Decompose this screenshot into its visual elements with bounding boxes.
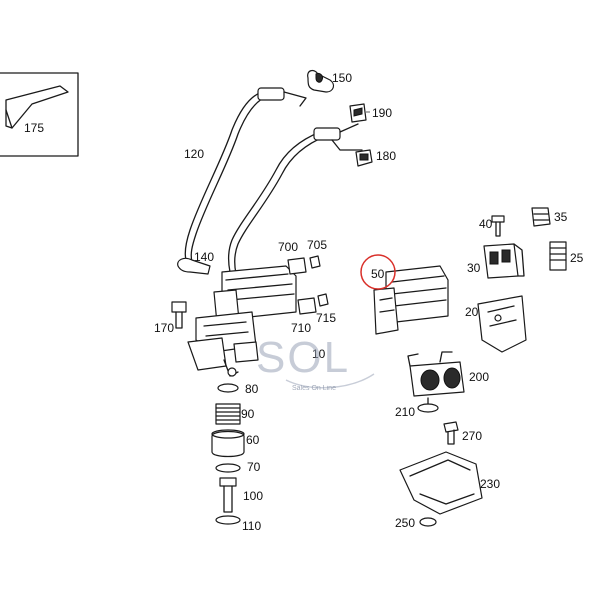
compressor-50: 50 xyxy=(360,254,449,335)
watermark-logo: SOL Sales On Line xyxy=(256,333,375,392)
label-705: 705 xyxy=(307,238,327,252)
label-110: 110 xyxy=(242,519,261,533)
clamp-210: 210 xyxy=(395,397,439,419)
label-700: 700 xyxy=(278,240,298,254)
label-210: 210 xyxy=(395,405,415,419)
label-35: 35 xyxy=(554,210,568,224)
label-175: 175 xyxy=(24,121,44,135)
mount-60: 60 xyxy=(211,429,260,458)
fitting-25: 25 xyxy=(549,241,584,271)
label-180: 180 xyxy=(376,149,396,163)
label-90: 90 xyxy=(241,407,255,421)
label-30: 30 xyxy=(467,261,481,275)
clip-190: 190 xyxy=(349,103,392,123)
label-150: 150 xyxy=(332,71,352,85)
spring-90: 90 xyxy=(215,403,255,425)
watermark-title: SOL xyxy=(256,333,350,382)
label-50: 50 xyxy=(371,267,385,281)
label-25: 25 xyxy=(570,251,584,265)
label-140: 140 xyxy=(194,250,214,264)
part-110: 110 xyxy=(215,515,261,533)
label-60: 60 xyxy=(246,433,260,447)
label-80: 80 xyxy=(245,382,259,396)
label-100: 100 xyxy=(243,489,263,503)
label-170: 170 xyxy=(154,321,174,335)
label-230: 230 xyxy=(480,477,500,491)
watermark-subtitle: Sales On Line xyxy=(292,385,336,392)
washer-250: 250 xyxy=(395,516,437,530)
bolt-170: 170 xyxy=(154,301,187,335)
inset-box-175: 175 xyxy=(0,72,79,157)
label-20: 20 xyxy=(465,305,479,319)
label-250: 250 xyxy=(395,516,415,530)
bolt-100: 100 xyxy=(219,477,263,513)
hose-120: 120 xyxy=(184,87,363,275)
part-700: 700 xyxy=(278,240,307,275)
cover-230: 230 xyxy=(399,451,500,515)
label-120: 120 xyxy=(184,147,204,161)
clamp-150: 150 xyxy=(307,69,352,93)
label-270: 270 xyxy=(462,429,482,443)
label-70: 70 xyxy=(247,460,261,474)
label-200: 200 xyxy=(469,370,489,384)
label-190: 190 xyxy=(372,106,392,120)
clip-180: 180 xyxy=(355,149,396,167)
nut-35: 35 xyxy=(531,207,568,227)
part-715: 715 xyxy=(316,293,336,325)
compressor-assembly-left xyxy=(187,265,297,377)
highlight-circle xyxy=(360,254,396,290)
screw-270: 270 xyxy=(443,421,482,445)
part-710: 710 xyxy=(291,297,317,335)
washer-80: 80 xyxy=(217,382,259,396)
screw-40: 40 xyxy=(479,215,505,237)
bracket-20: 20 xyxy=(465,295,527,353)
label-40: 40 xyxy=(479,217,493,231)
label-715: 715 xyxy=(316,311,336,325)
label-10: 10 xyxy=(312,347,326,361)
part-705: 705 xyxy=(307,238,327,269)
clamp-140: 140 xyxy=(177,250,214,275)
relay-30: 30 xyxy=(467,243,525,279)
washer-70: 70 xyxy=(215,460,261,474)
dryer-200: 200 xyxy=(407,351,489,397)
label-710: 710 xyxy=(291,321,311,335)
